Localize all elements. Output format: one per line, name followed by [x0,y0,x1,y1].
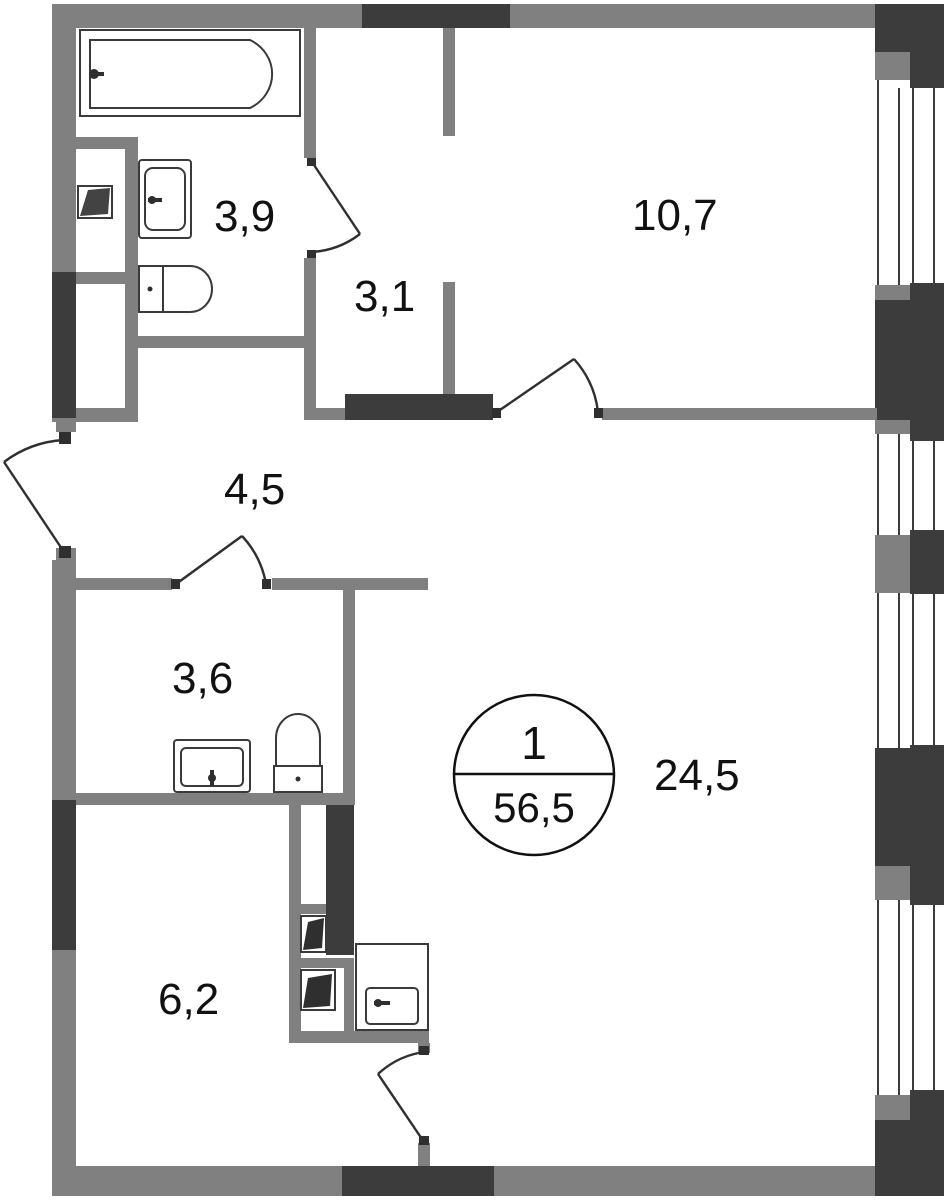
bedroom-door-icon [492,358,603,418]
rooms-count: 1 [521,717,547,769]
room-area-corridor: 3,1 [354,272,415,321]
wc-sink-icon [173,739,251,793]
bathroom-door-icon [307,158,361,258]
wc-door-icon [171,535,271,589]
sink-icon [138,159,192,239]
washer-icon [77,185,113,219]
doors [3,158,603,1145]
storage-door-icon [377,1046,429,1145]
wc-toilet-icon [273,713,323,793]
total-area: 56,5 [493,784,575,831]
bathtub-icon [79,29,301,117]
room-area-wc: 3,6 [172,654,233,703]
storage-shelf-icon [300,915,336,1011]
interior-walls [76,28,877,1166]
room-area-bedroom: 10,7 [632,191,718,240]
room-area-hall: 4,5 [224,465,285,514]
right-facade [875,4,944,1196]
room-area-bathroom: 3,9 [214,192,275,241]
utility-sink-icon [355,943,429,1031]
apartment-badge: 1 56,5 [452,693,616,857]
entrance-door-icon [3,432,71,558]
room-area-living: 24,5 [654,751,740,800]
room-area-storage: 6,2 [158,975,219,1024]
toilet-icon [138,265,213,313]
room-labels: 3,9 3,1 10,7 4,5 3,6 6,2 24,5 [158,191,740,1024]
fixtures [77,29,429,1031]
outer-walls [52,4,877,1196]
